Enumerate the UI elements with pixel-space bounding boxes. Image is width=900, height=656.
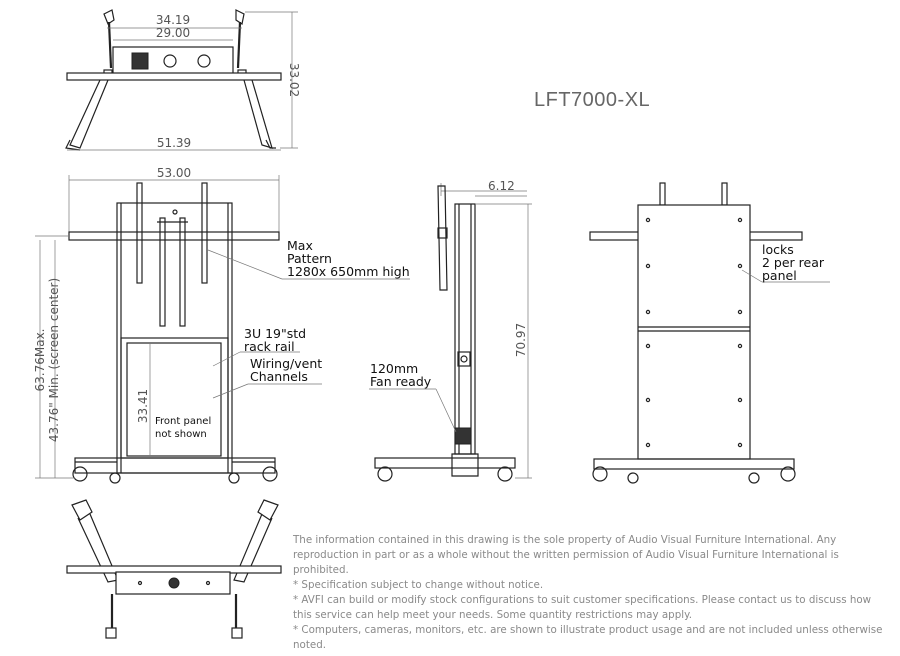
callout-rack-line2: rack rail [244, 339, 295, 354]
notes-not-included: * Computers, cameras, monitors, etc. are… [293, 624, 883, 651]
dim-top-height: 33.02 [287, 63, 301, 97]
callout-wiring-line2: Channels [250, 369, 308, 384]
callout-fan-line2: Fan ready [370, 374, 432, 389]
bottom-view [66, 499, 282, 639]
dim-side-height: 70.97 [514, 323, 528, 357]
callout-max-line2: Pattern [287, 251, 332, 266]
callout-locks-line3: panel [762, 268, 797, 283]
notes-spec-change: * Specification subject to change withou… [293, 579, 544, 591]
callout-locks-line1: locks [762, 242, 794, 257]
dim-overall-top: 34.19 [156, 13, 190, 27]
callout-wiring-line1: Wiring/vent [250, 356, 322, 371]
notes-custom-configs: * AVFI can build or modify stock configu… [293, 594, 872, 621]
front-panel-line2: not shown [155, 429, 207, 440]
dim-front-height: 63.76Max. [33, 329, 47, 392]
callout-fan-line1: 120mm [370, 361, 418, 376]
callout-rack-line1: 3U 19"std [244, 326, 306, 341]
side-view: 6.12 70.97 120mm Fan ready [369, 179, 532, 482]
dim-rack-height: 33.41 [136, 389, 150, 423]
top-view: 34.19 29.00 51.39 33.02 [65, 9, 301, 151]
callout-locks-line2: 2 per rear [762, 255, 825, 270]
dim-side-depth: 6.12 [488, 179, 515, 193]
model-title: LFT7000-XL [534, 89, 650, 111]
callout-max-line1: Max [287, 238, 313, 253]
dim-inner-top: 29.00 [156, 26, 190, 40]
notes-block: The information contained in this drawin… [293, 533, 893, 653]
front-view: 53.00 33.41 Front panel not shown 63.76 [33, 166, 410, 484]
dim-base-width: 51.39 [157, 136, 191, 150]
callout-max-line3: 1280x 650mm high [287, 264, 410, 279]
front-panel-line1: Front panel [155, 416, 211, 427]
notes-disclaimer: The information contained in this drawin… [293, 534, 839, 576]
rear-view: locks 2 per rear panel [589, 182, 830, 484]
dim-front-width: 53.00 [157, 166, 191, 180]
dim-screen-center: 43.76" Min. (screen center) [47, 278, 61, 442]
